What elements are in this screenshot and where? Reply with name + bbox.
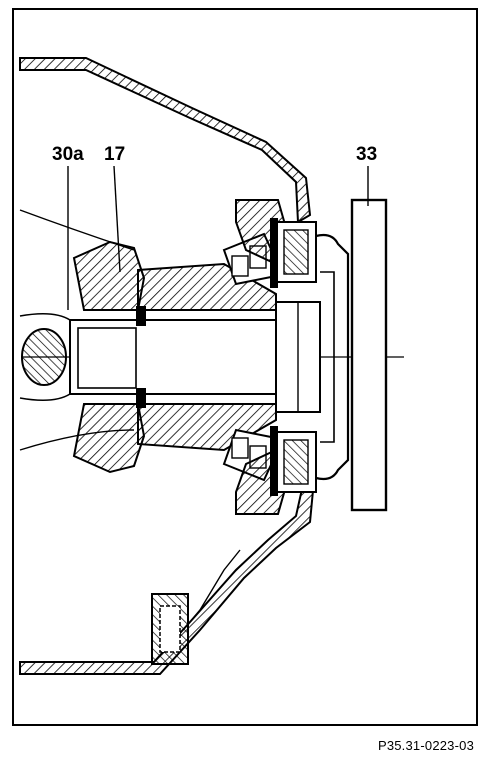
figure-code: P35.31-0223-03	[377, 738, 474, 753]
dust-cover	[315, 233, 350, 481]
companion-flange	[350, 198, 388, 512]
spacer-ring-lower	[136, 388, 146, 408]
leader-17	[113, 165, 121, 273]
shaft-outline	[19, 312, 71, 402]
shaft-end	[21, 328, 67, 386]
diagram-frame: 30a 17 33	[12, 8, 478, 726]
spacer-ring-upper	[136, 306, 146, 326]
shaft-seal-lower	[270, 426, 317, 496]
callout-30a: 30a	[52, 144, 84, 165]
axle-pinion-section-drawing: 30a 17 33	[19, 57, 404, 675]
callout-33: 33	[356, 144, 377, 165]
shaft-seal-upper	[270, 218, 317, 288]
dust-cover-inner	[320, 271, 335, 443]
drain-plug-core	[159, 605, 181, 653]
inner-sleeve	[77, 327, 137, 389]
ring-gear-lower	[72, 403, 146, 474]
callout-17: 17	[104, 144, 125, 165]
housing-upper-wall	[19, 57, 312, 224]
ring-gear	[72, 240, 146, 311]
